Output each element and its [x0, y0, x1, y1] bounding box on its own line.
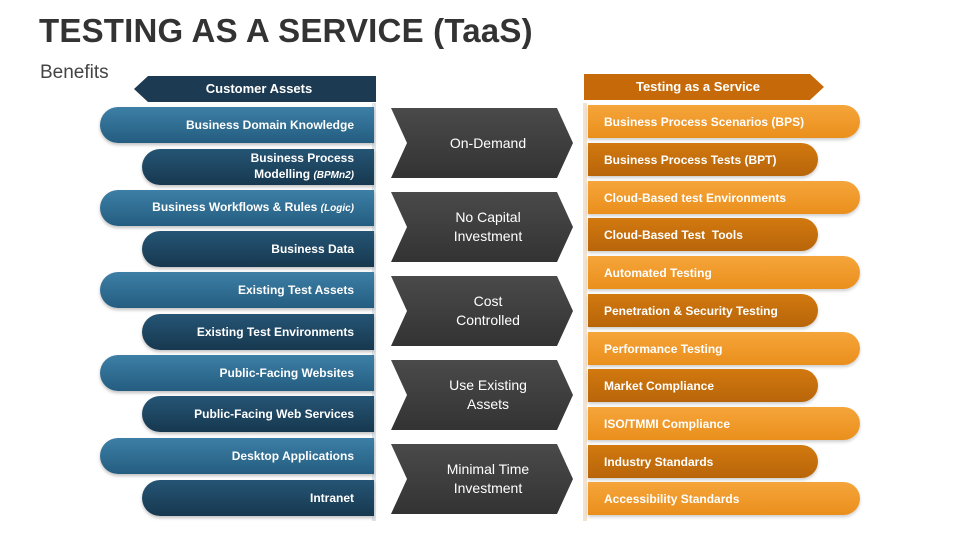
taas-label: Business Process Scenarios (BPS): [604, 114, 805, 129]
taas-item: Cloud-Based Test Tools: [588, 218, 818, 251]
taas-item: Business Process Tests (BPT): [588, 143, 818, 176]
right-divider: [583, 103, 587, 521]
benefit-arrow-on-demand: On-Demand: [391, 108, 573, 178]
page-title: TESTING AS A SERVICE (TaaS): [39, 12, 533, 49]
taas-item: Penetration & Security Testing: [588, 294, 818, 327]
taas-item: Market Compliance: [588, 369, 818, 402]
customer-asset-label: Public-Facing Web Services: [194, 407, 354, 421]
customer-asset-item: Business Domain Knowledge: [100, 107, 374, 143]
customer-asset-item: Business Process Modelling (BPMn2): [142, 149, 374, 185]
taas-item: Cloud-Based test Environments: [588, 181, 860, 214]
benefit-arrow-minimal-time: Minimal Time Investment: [391, 444, 573, 514]
taas-label: Performance Testing: [604, 341, 723, 356]
taas-item: Business Process Scenarios (BPS): [588, 105, 860, 138]
taas-label: Accessibility Standards: [604, 491, 740, 506]
customer-assets-header: Customer Assets: [134, 76, 376, 102]
benefit-arrow-no-capital: No Capital Investment: [391, 192, 573, 262]
taas-item: Accessibility Standards: [588, 482, 860, 515]
benefit-label: On-Demand: [449, 134, 527, 151]
benefit-arrow-cost-controlled: Cost Controlled: [391, 276, 573, 346]
customer-asset-note: (Logic): [320, 203, 354, 214]
taas-label: Business Process Tests (BPT): [604, 152, 777, 167]
taas-item: Industry Standards: [588, 445, 818, 478]
customer-asset-item: Intranet: [142, 480, 374, 516]
customer-asset-label: Business Data: [271, 242, 354, 256]
taas-label: Cloud-Based Test Tools: [604, 227, 743, 242]
customer-asset-item: Public-Facing Web Services: [142, 396, 374, 432]
testing-service-header: Testing as a Service: [584, 74, 824, 100]
customer-asset-label: Business Domain Knowledge: [185, 118, 354, 132]
taas-item: Automated Testing: [588, 256, 860, 289]
customer-asset-label-wrap: Business Workflows & Rules (Logic): [152, 199, 354, 217]
customer-asset-label: Existing Test Environments: [196, 325, 354, 339]
taas-label: Automated Testing: [604, 265, 712, 280]
benefit-label: Cost Controlled: [456, 293, 520, 328]
customer-asset-item: Existing Test Assets: [100, 272, 374, 308]
customer-asset-label: Business Process Modelling: [250, 151, 354, 181]
customer-asset-label: Business Workflows & Rules: [152, 200, 318, 214]
taas-label: Industry Standards: [604, 454, 714, 469]
taas-label: Penetration & Security Testing: [604, 303, 778, 318]
customer-asset-note: (BPMn2): [313, 170, 354, 181]
taas-item: ISO/TMMI Compliance: [588, 407, 860, 440]
left-divider: [372, 103, 376, 521]
page-subtitle: Benefits: [40, 62, 109, 83]
customer-asset-label-wrap: Business Process Modelling (BPMn2): [244, 150, 354, 184]
customer-asset-label: Intranet: [309, 491, 354, 505]
customer-asset-item: Public-Facing Websites: [100, 355, 374, 391]
benefit-label: Minimal Time Investment: [446, 461, 530, 496]
customer-asset-label: Desktop Applications: [231, 449, 354, 463]
customer-asset-label: Existing Test Assets: [237, 283, 354, 297]
customer-asset-item: Desktop Applications: [100, 438, 374, 474]
customer-asset-item: Business Workflows & Rules (Logic): [100, 190, 374, 226]
taas-label: Cloud-Based test Environments: [604, 190, 787, 205]
benefit-label: Use Existing Assets: [449, 377, 527, 412]
taas-label: Market Compliance: [604, 378, 715, 393]
benefit-label: No Capital Investment: [453, 209, 523, 244]
taas-item: Performance Testing: [588, 332, 860, 365]
customer-asset-label: Public-Facing Websites: [219, 366, 354, 380]
customer-asset-item: Existing Test Environments: [142, 314, 374, 350]
benefit-arrow-existing-assets: Use Existing Assets: [391, 360, 573, 430]
customer-asset-item: Business Data: [142, 231, 374, 267]
taas-label: ISO/TMMI Compliance: [604, 416, 731, 431]
